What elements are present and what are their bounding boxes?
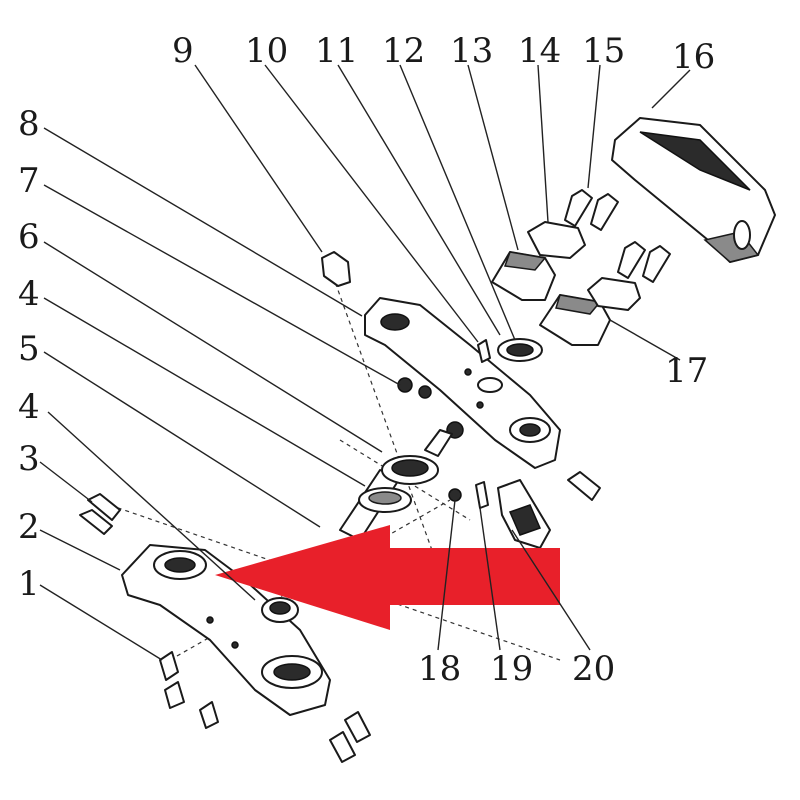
upper-clamp-bolt [321, 251, 351, 287]
callout-18: 18 [418, 649, 461, 689]
callout-8: 8 [18, 104, 40, 144]
lower-triple-clamp [121, 544, 331, 716]
callout-15: 15 [582, 31, 625, 71]
callout-4-lower: 4 [18, 387, 40, 427]
callout-14: 14 [518, 31, 561, 71]
callout-7: 7 [18, 161, 40, 201]
callout-20: 20 [572, 649, 615, 689]
callout-19: 19 [490, 649, 533, 689]
top-clamp-bolts [564, 189, 671, 283]
callout-9: 9 [172, 31, 194, 71]
callout-13: 13 [450, 31, 493, 71]
callout-11: 11 [315, 31, 358, 71]
parts-18-19-20 [448, 479, 551, 549]
callout-17: 17 [665, 351, 708, 391]
steering-stem [339, 429, 453, 541]
callout-5: 5 [18, 329, 40, 369]
red-arrow-indicator [215, 525, 560, 630]
side-bolt [567, 471, 601, 501]
riser-clamps [491, 221, 641, 362]
callout-10: 10 [245, 31, 288, 71]
callout-4-upper: 4 [18, 274, 40, 314]
leader-lines [39, 64, 691, 661]
callout-12: 12 [382, 31, 425, 71]
callout-3: 3 [18, 439, 40, 479]
callout-1: 1 [18, 564, 40, 604]
lower-clamp-bolts [79, 493, 371, 763]
callout-16: 16 [672, 37, 715, 77]
callout-2: 2 [18, 507, 40, 547]
upper-triple-clamp [364, 297, 561, 469]
callout-6: 6 [18, 217, 40, 257]
bar-pad-cover [611, 117, 776, 263]
callout-numbers: 1 2 3 4 5 4 6 7 8 9 10 11 12 13 14 15 16… [18, 31, 715, 689]
